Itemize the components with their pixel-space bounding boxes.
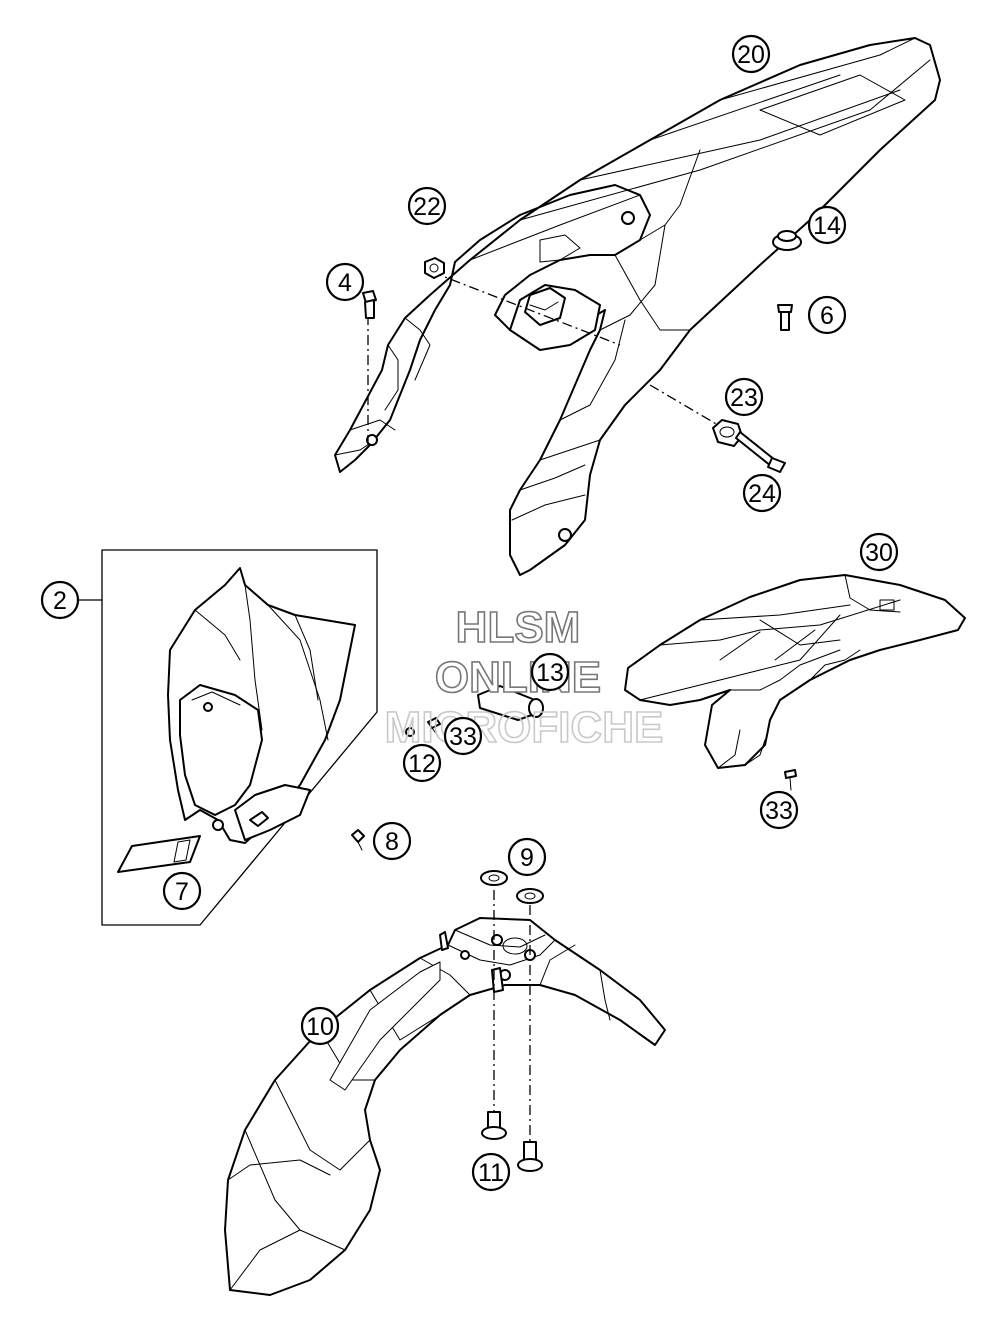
callout-11: 11 [471, 1152, 511, 1192]
grommet-14 [772, 230, 802, 251]
svg-text:22: 22 [413, 193, 441, 221]
svg-text:33: 33 [449, 723, 477, 751]
watermark-line1: HLSM [456, 603, 581, 652]
callout-7: 7 [162, 871, 202, 911]
decal-7 [117, 835, 201, 873]
screw-6 [777, 304, 793, 331]
callout-33b: 33 [759, 790, 799, 830]
callout-23: 23 [724, 377, 764, 417]
bolt-4 [362, 290, 377, 319]
bolts-11 [481, 1111, 543, 1172]
callout-4: 4 [325, 262, 365, 302]
svg-text:8: 8 [385, 828, 399, 856]
svg-text:13: 13 [536, 659, 564, 687]
washer-9 [480, 870, 544, 904]
screw-33a [427, 717, 441, 737]
seat-frame-30 [624, 574, 966, 769]
headlight-mask [167, 567, 356, 844]
callout-14: 14 [807, 205, 847, 245]
svg-text:9: 9 [520, 844, 534, 872]
callout-2: 2 [40, 580, 80, 620]
screw-33b [784, 769, 797, 791]
svg-text:6: 6 [820, 302, 834, 330]
svg-text:30: 30 [865, 539, 893, 567]
svg-text:20: 20 [737, 41, 765, 69]
svg-text:4: 4 [338, 269, 352, 297]
flange-nut-22 [424, 257, 445, 279]
bushing-23 [712, 419, 743, 447]
callout-13: 13 [530, 652, 570, 692]
bolt-24 [735, 431, 786, 473]
clamp-13 [477, 685, 544, 721]
callout-24: 24 [742, 473, 782, 513]
svg-text:23: 23 [730, 384, 758, 412]
callout-20: 20 [731, 34, 771, 74]
screw-8 [351, 829, 365, 851]
svg-text:14: 14 [813, 212, 841, 240]
callout-6: 6 [807, 295, 847, 335]
svg-text:11: 11 [478, 1159, 504, 1187]
callout-8: 8 [372, 821, 412, 861]
rear-fender [334, 37, 941, 576]
callout-10: 10 [300, 1006, 340, 1046]
svg-text:33: 33 [765, 797, 793, 825]
nut-12 [405, 727, 415, 737]
callout-33a: 33 [443, 716, 483, 756]
svg-text:7: 7 [175, 878, 189, 906]
svg-text:2: 2 [53, 587, 67, 615]
svg-text:12: 12 [408, 750, 436, 778]
front-fender-10 [224, 917, 666, 1296]
callout-12: 12 [402, 743, 442, 783]
svg-text:24: 24 [748, 480, 776, 508]
callout-30: 30 [859, 532, 899, 572]
svg-text:10: 10 [306, 1013, 334, 1041]
watermark: HLSM ONLINE MICROFICHE [384, 602, 664, 753]
watermark-line3: MICROFICHE [385, 703, 664, 752]
callout-9: 9 [507, 837, 547, 877]
watermark-line2: ONLINE [435, 653, 601, 702]
callout-22: 22 [407, 186, 447, 226]
